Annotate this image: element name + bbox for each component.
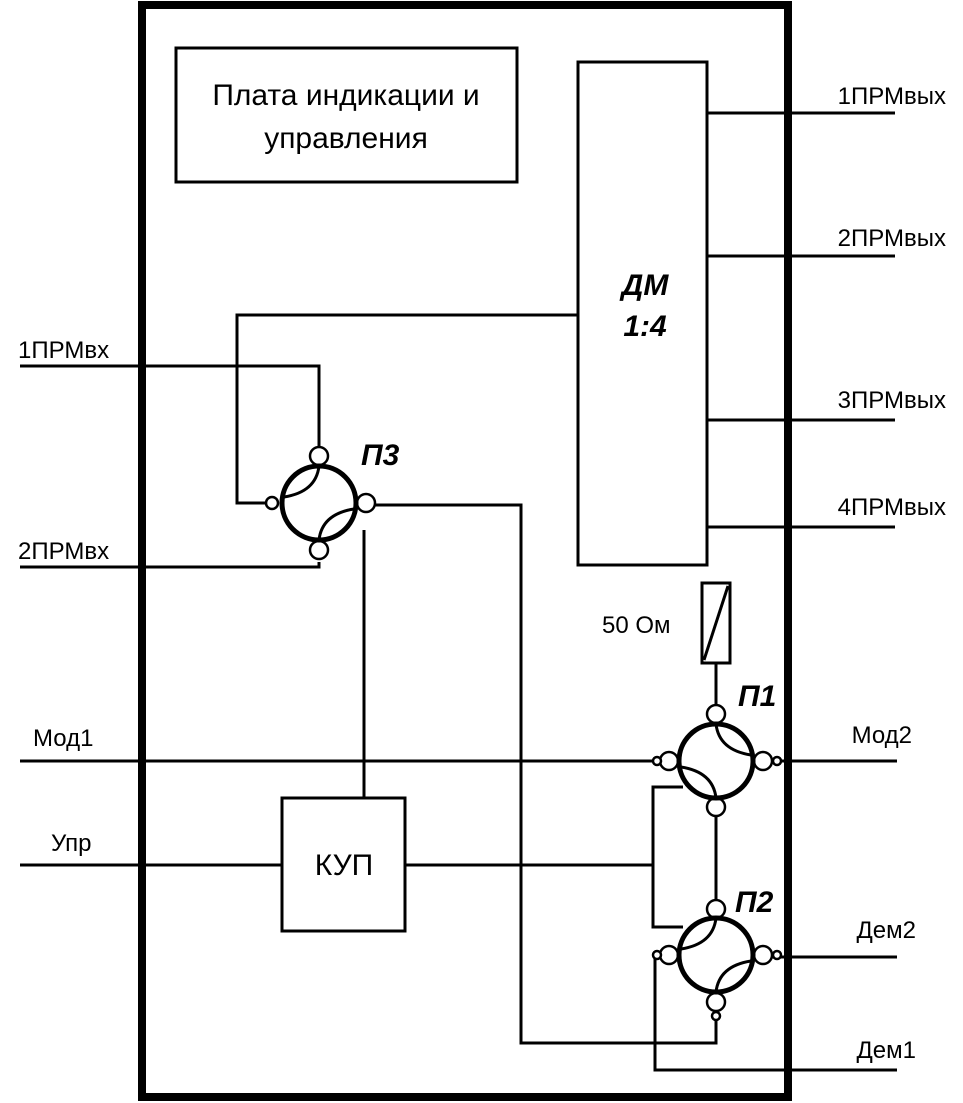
port-mod1-label: Мод1 [33,725,93,752]
p1-arc-lower [680,765,718,799]
divider-dm-label-1: ДМ [619,269,670,302]
wire-p3-to-p2 [374,503,718,1045]
divider-dm-label-2: 1:4 [623,310,667,343]
port-mod2-label: Мод2 [852,722,912,749]
p1-port-bottom [705,796,727,818]
p1-port-left [658,750,680,772]
p1-body [676,721,756,801]
port-dem1-label: Дем1 [857,1037,916,1064]
coupler-p3 [264,445,377,561]
port-out3-label: 3ПРМвых [838,387,946,414]
resistor-slash [702,585,730,661]
p2-port-top [705,898,727,920]
p3-arc-lower [317,507,355,541]
port-out4-label: 4ПРМвых [838,494,946,521]
p1-port-right-small [771,755,783,767]
wire-kup-p1-p2 [651,785,683,929]
p3-port-bottom [308,539,330,561]
p2-port-right-small [771,949,783,961]
p2-body [676,915,756,995]
port-out1-label: 1ПРМвых [838,83,946,110]
p3-port-left [264,495,280,511]
p2-port-bottom [705,991,727,1013]
coupler-p1-label: П1 [738,680,776,713]
resistor-label: 50 Ом [602,612,671,639]
coupler-p2-label: П2 [735,886,774,919]
unit-enclosure [138,1,792,1101]
p2-arc-lower [714,959,752,993]
kup-label: КУП [315,849,373,882]
port-in1-label: 1ПРМвх [18,337,109,364]
indication-board [174,46,519,184]
resistor-50-ohm [700,581,732,665]
p2-port-bottom-small [710,1010,722,1022]
p1-port-right [752,750,774,772]
coupler-p2 [651,898,783,1022]
p1-arc-upper [714,723,752,757]
coupler-p1 [651,703,783,818]
wire-dm-to-p3 [235,313,578,505]
p1-port-left-small [651,755,663,767]
port-in2-label: 2ПРМвх [18,538,109,565]
port-dem2-label: Дем2 [857,917,916,944]
p2-port-right [752,944,774,966]
p3-body [279,463,359,543]
port-out2-label: 2ПРМвых [838,225,946,252]
wiring [20,111,897,1072]
indication-board-title-1: Плата индикации и [212,79,479,112]
p1-port-top [705,703,727,725]
wire-in1 [20,364,321,446]
port-upr-label: Упр [51,830,92,857]
divider-dm-block [576,60,709,567]
p2-port-left [658,944,680,966]
wire-in2 [20,562,321,569]
coupler-p3-label: П3 [361,439,400,472]
kup-block [280,796,407,933]
p3-port-top [308,445,330,467]
p2-arc-upper [680,917,718,951]
p3-port-right [355,492,377,514]
p2-port-left-small [651,949,663,961]
indication-board-title-2: управления [264,122,428,155]
p3-arc-upper [283,465,321,499]
